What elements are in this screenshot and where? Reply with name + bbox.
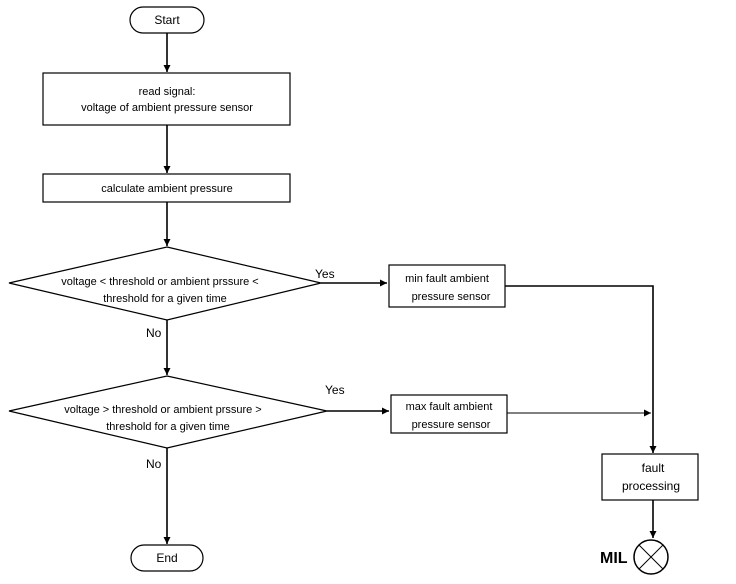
fault-processing-line2: processing bbox=[622, 479, 680, 493]
decision2-no-label: No bbox=[146, 457, 162, 471]
arrow-min-fault-to-processing bbox=[505, 285, 657, 453]
start-terminator: Start bbox=[129, 6, 205, 34]
fault-processing-process: fault processing bbox=[601, 453, 699, 501]
read-signal-line2: voltage of ambient pressure sensor bbox=[81, 102, 253, 114]
min-fault-line2: pressure sensor bbox=[412, 291, 491, 303]
decision-min: voltage < threshold or ambient prssure <… bbox=[8, 246, 322, 321]
min-fault-process: min fault ambient pressure sensor bbox=[388, 264, 506, 308]
max-fault-line2: pressure sensor bbox=[412, 419, 491, 431]
decision-max-line2: threshold for a given time bbox=[106, 421, 230, 433]
decision-max: voltage > threshold or ambient prssure >… bbox=[8, 375, 328, 449]
read-signal-process: read signal: voltage of ambient pressure… bbox=[42, 72, 291, 126]
decision-min-line2: threshold for a given time bbox=[103, 293, 227, 305]
read-signal-line1: read signal: bbox=[139, 86, 196, 98]
mil-label: MIL bbox=[600, 550, 628, 567]
fault-processing-line1: fault bbox=[642, 461, 665, 475]
decision1-no-label: No bbox=[146, 326, 162, 340]
decision2-yes-label: Yes bbox=[325, 383, 345, 397]
start-label: Start bbox=[154, 13, 180, 27]
decision-min-line1: voltage < threshold or ambient prssure < bbox=[61, 276, 259, 288]
calculate-label: calculate ambient pressure bbox=[101, 183, 232, 195]
calculate-process: calculate ambient pressure bbox=[42, 173, 291, 203]
decision1-yes-label: Yes bbox=[315, 267, 335, 281]
decision-max-line1: voltage > threshold or ambient prssure > bbox=[64, 404, 262, 416]
max-fault-process: max fault ambient pressure sensor bbox=[390, 394, 508, 434]
mil-lamp-icon bbox=[633, 539, 669, 575]
max-fault-line1: max fault ambient bbox=[406, 401, 493, 413]
end-terminator: End bbox=[130, 544, 204, 572]
end-label: End bbox=[156, 551, 177, 565]
min-fault-line1: min fault ambient bbox=[405, 273, 489, 285]
